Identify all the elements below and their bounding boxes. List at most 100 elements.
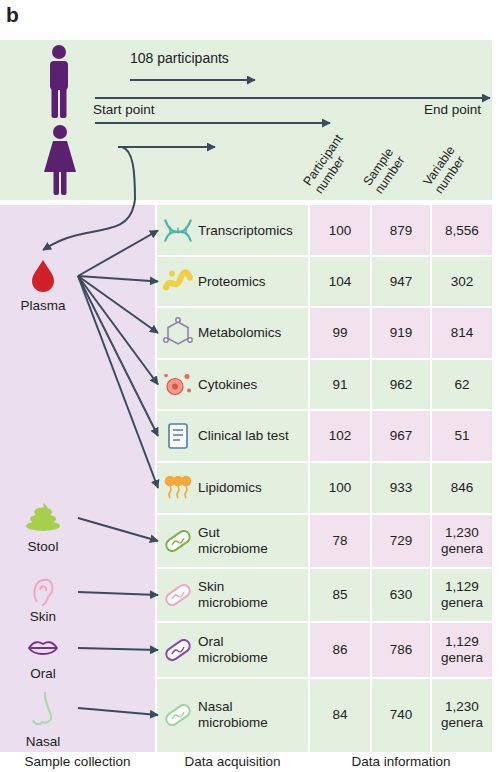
column-header: Variable number — [420, 121, 485, 196]
data-type-row: Clinical lab test — [158, 411, 307, 461]
data-type-label: Gut microbiome — [198, 525, 278, 556]
data-type-row: Transcriptomics — [158, 206, 307, 255]
row-separator — [157, 409, 492, 411]
timeline-label: Start point — [93, 102, 155, 118]
sample-label: Skin — [8, 609, 78, 625]
connector-arrow — [78, 276, 158, 436]
connector-arrow — [78, 708, 158, 715]
protein-icon — [166, 271, 190, 288]
table-value: 91 — [310, 359, 370, 410]
row-separator — [157, 621, 492, 623]
data-type-label: Oral microbiome — [198, 634, 278, 665]
data-type-row: Metabolomics — [158, 308, 307, 358]
column-header: Participant number — [300, 121, 365, 196]
data-type-label: Lipidomics — [198, 480, 307, 496]
data-type-label: Skin microbiome — [198, 579, 278, 610]
table-cell — [432, 205, 492, 256]
data-type-row: Skin microbiome — [158, 569, 307, 621]
table-value: 102 — [310, 410, 370, 462]
table-value: 100 — [310, 462, 370, 514]
metabolite-icon — [164, 318, 192, 344]
table-cell — [432, 514, 492, 568]
table-cell — [372, 462, 430, 514]
table-cell — [432, 256, 492, 307]
table-value: 846 — [432, 462, 492, 514]
table-value: 879 — [372, 205, 430, 256]
table-value: 786 — [372, 622, 430, 678]
table-value: 740 — [372, 678, 430, 752]
row-separator — [157, 513, 492, 515]
table-value: 62 — [432, 359, 492, 410]
data-type-row: Oral microbiome — [158, 623, 307, 677]
sample-label: Oral — [8, 666, 78, 682]
female-figure — [44, 125, 76, 195]
data-type-label: Transcriptomics — [198, 223, 307, 239]
connector-arrow — [78, 592, 158, 595]
table-cell — [372, 622, 430, 678]
table-value: 8,556 — [432, 205, 492, 256]
table-cell — [310, 256, 370, 307]
data-type-row: Nasal microbiome — [158, 679, 307, 751]
sample-source: Stool — [8, 500, 78, 555]
nasal-microbe-icon — [164, 703, 192, 728]
table-value: 99 — [310, 307, 370, 359]
connector-arrow — [78, 276, 158, 385]
table-value: 78 — [310, 514, 370, 568]
table-value: 86 — [310, 622, 370, 678]
table-value: 84 — [310, 678, 370, 752]
ear-icon — [35, 580, 53, 605]
connector-arrow — [78, 231, 158, 277]
connector-arrow — [78, 276, 158, 333]
table-value: 302 — [432, 256, 492, 307]
table-value: 933 — [372, 462, 430, 514]
skin-microbe-icon — [164, 583, 192, 608]
acquisition-column — [157, 205, 308, 752]
column-heading: Data acquisition — [157, 754, 308, 770]
sample-label: Stool — [8, 539, 78, 555]
table-value: 51 — [432, 410, 492, 462]
table-cell — [372, 256, 430, 307]
data-type-row: Cytokines — [158, 360, 307, 409]
sample-source: Oral — [8, 632, 78, 682]
table-value: 814 — [432, 307, 492, 359]
table-cell — [372, 568, 430, 622]
gut-microbe-icon — [164, 529, 192, 554]
sample-source: Nasal — [8, 688, 78, 750]
row-separator — [157, 677, 492, 679]
table-cell — [310, 462, 370, 514]
table-cell — [372, 514, 430, 568]
table-cell — [372, 678, 430, 752]
timeline-band: 108 participantsStart pointEnd point — [0, 40, 492, 200]
lipid-icon — [166, 477, 191, 499]
oral-microbe-icon — [164, 638, 192, 663]
table-value: 947 — [372, 256, 430, 307]
connector-arrow — [78, 518, 158, 541]
timeline-label: 108 participants — [130, 50, 229, 66]
table-cell — [432, 307, 492, 359]
table-cell — [310, 359, 370, 410]
row-separator — [157, 567, 492, 569]
table-cell — [372, 307, 430, 359]
row-separator — [157, 358, 492, 360]
sample-label: Plasma — [8, 298, 78, 314]
data-type-row: Lipidomics — [158, 463, 307, 513]
table-cell — [310, 514, 370, 568]
table-cell — [432, 678, 492, 752]
table-cell — [310, 622, 370, 678]
table-cell — [372, 205, 430, 256]
column-header: Sample number — [360, 121, 425, 196]
table-cell — [432, 462, 492, 514]
dna-icon — [165, 220, 191, 242]
sample-label: Nasal — [8, 734, 78, 750]
data-type-label: Proteomics — [198, 274, 307, 290]
table-value: 1,230 genera — [432, 514, 492, 568]
table-value: 919 — [372, 307, 430, 359]
table-cell — [310, 568, 370, 622]
table-cell — [372, 359, 430, 410]
table-value: 729 — [372, 514, 430, 568]
lips-icon — [29, 642, 57, 654]
data-type-row: Proteomics — [158, 257, 307, 306]
sample-source: Skin — [8, 575, 78, 625]
table-cell — [432, 568, 492, 622]
row-separator — [157, 255, 492, 257]
